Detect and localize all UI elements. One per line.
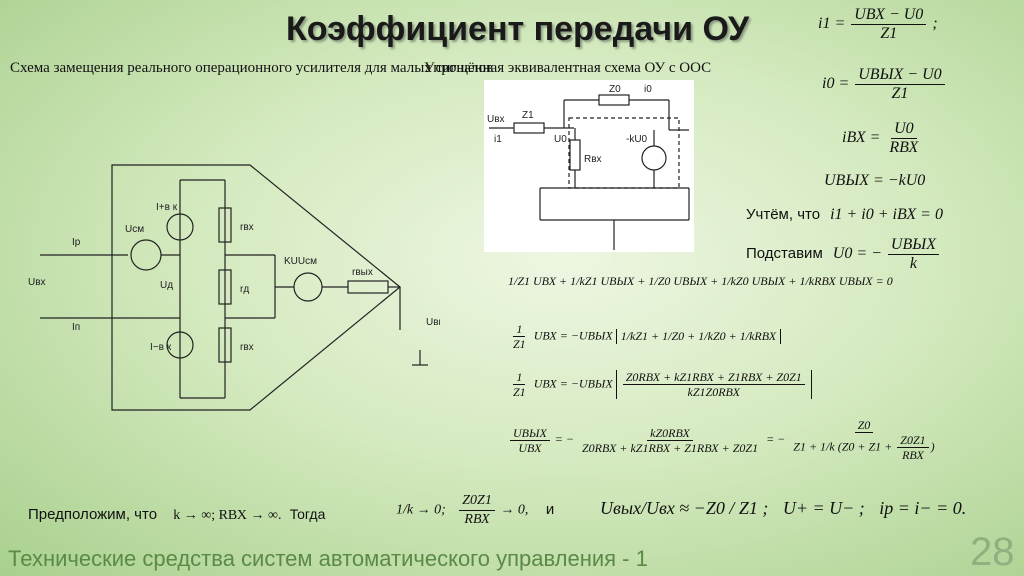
- eq-uchtem: Учтём, что i1 + i0 + iВХ = 0: [746, 206, 943, 223]
- eq-uvyx: UВЫХ = −kU0: [824, 172, 926, 189]
- label-ip: Iр: [72, 237, 81, 248]
- label-z1: Z1: [522, 110, 534, 121]
- caption-right: Упрощённая эквивалентная схема ОУ с ООС: [424, 60, 712, 76]
- page-number: 28: [970, 530, 1015, 574]
- label-uvyx: Uвых: [426, 317, 440, 328]
- label-u0: U0: [554, 134, 567, 145]
- simplified-circuit: Z0 i0 Uвх Z1 i1 U0 Rвх -kU0: [484, 80, 694, 252]
- caption-left: Схема замещения реального операционного …: [10, 60, 494, 76]
- label-ik-plus: I+в к: [156, 202, 178, 213]
- label-kuusm: KUUсм: [284, 256, 317, 267]
- label-z0: Z0: [609, 84, 621, 95]
- label-ik-minus: I−в к: [150, 342, 172, 353]
- opamp-equivalent-circuit: Iр Iп Uвх Uсм Uд I+в к I−в к rвх rд rвх …: [28, 164, 440, 411]
- assume-line: Предположим, что k → ∞; RВХ → ∞. Тогда: [28, 506, 326, 523]
- label-uvx-r: Uвх: [487, 114, 505, 125]
- label-ud: Uд: [160, 280, 173, 291]
- label-rvyx: rвых: [352, 267, 373, 278]
- label-rvx: Rвх: [584, 154, 602, 165]
- label-ku0: -kU0: [626, 134, 648, 145]
- label-rvx2: rвх: [240, 342, 254, 353]
- label-rd: rд: [240, 284, 249, 295]
- footer: Технические средства систем автоматическ…: [8, 546, 648, 571]
- label-i1: i1: [494, 134, 502, 145]
- label-i0: i0: [644, 84, 652, 95]
- label-rvx1: rвх: [240, 222, 254, 233]
- page-title: Коэффициент передачи ОУ: [286, 10, 750, 48]
- label-in: Iп: [72, 322, 80, 333]
- derivation-line1: 1/Z1 UВХ + 1/kZ1 UВЫХ + 1/Z0 UВЫХ + 1/kZ…: [508, 274, 893, 288]
- label-usm: Uсм: [125, 224, 144, 235]
- label-uvx: Uвх: [28, 277, 46, 288]
- results: Uвых/Uвх ≈ −Z0 / Z1 ; U+ = U− ; ip = i− …: [600, 498, 967, 518]
